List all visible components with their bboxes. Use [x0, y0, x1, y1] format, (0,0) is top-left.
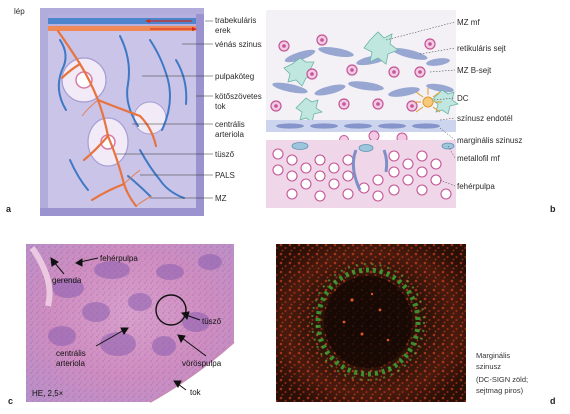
label-trabecular-vessels-2: erek — [215, 26, 232, 35]
label-trabecula: gerenda — [52, 276, 82, 285]
label-sinus-endothelium: színusz endotél — [457, 114, 513, 123]
label-mz-mf: MZ mf — [457, 18, 480, 27]
label-pals: PALS — [215, 171, 235, 180]
label-dc: DC — [457, 94, 469, 103]
panel-b: b MZ mf retikuláris sejt MZ B-sejt DC sz… — [262, 8, 556, 214]
label-central-arteriole-2: arteriola — [215, 130, 244, 139]
capsule — [150, 342, 234, 402]
follicle-circle — [155, 294, 187, 326]
label-white-pulp: fehérpulpa — [100, 254, 138, 263]
label-mz: MZ — [215, 194, 227, 203]
label-connective-capsule: kötőszövetes — [215, 92, 262, 101]
label-white-pulp: fehérpulpa — [457, 182, 495, 191]
caption-line-4: sejtmag piros) — [476, 386, 524, 395]
trabecular-artery-band — [48, 26, 196, 31]
label-red-pulp: vöröspulpa — [182, 359, 222, 368]
metallophil-macrophages — [291, 142, 455, 191]
panel-d: d Marginális szinusz (DC-SIGN zöld; sejt… — [276, 244, 556, 406]
trabecular-vein-band — [48, 18, 196, 24]
panel-b-letter: b — [550, 204, 556, 214]
label-reticular-cell: retikuláris sejt — [457, 44, 507, 53]
label-central-arteriole: centrális — [215, 120, 245, 129]
panel-c: c HE, 2,5× fehérpulpa gerenda tüsző cent… — [8, 244, 235, 406]
label-central-arteriole-2: arteriola — [56, 359, 85, 368]
trabecula — [29, 246, 53, 307]
label-mz-b-cell: MZ B-sejt — [457, 66, 492, 75]
label-venous-sinus: vénás szinusz — [215, 40, 265, 49]
mz-macrophages — [283, 31, 459, 123]
label-trabecular-vessels: trabekuláris — [215, 16, 256, 25]
label-central-arteriole: centrális — [56, 349, 86, 358]
label-metallophil-mf: metallofil mf — [457, 154, 500, 163]
caption-line-1: Marginális — [476, 351, 510, 360]
caption-line-2: szinusz — [476, 362, 501, 371]
central-arterioles — [56, 29, 158, 208]
label-follicle: tüsző — [215, 150, 235, 159]
marginal-sinus-ring — [315, 267, 421, 377]
dendritic-cell — [414, 88, 442, 113]
panel-a: lép a trabekuláris erek vénás szinusz pu… — [6, 4, 278, 216]
label-pulp-cord: pulpaköteg — [215, 72, 254, 81]
label-capsule: tok — [190, 388, 202, 397]
panel-d-letter: d — [550, 396, 556, 406]
label-follicle: tüsző — [202, 317, 222, 326]
panel-a-title: lép — [14, 7, 25, 16]
sinus-endothelium — [276, 123, 440, 129]
label-marginal-sinus: marginális szinusz — [457, 136, 522, 145]
panel-c-stain: HE, 2,5× — [32, 389, 64, 398]
panel-a-letter: a — [6, 204, 12, 214]
panel-c-letter: c — [8, 396, 13, 406]
label-connective-capsule-2: tok — [215, 102, 227, 111]
caption-line-3: (DC-SIGN zöld; — [476, 375, 528, 384]
